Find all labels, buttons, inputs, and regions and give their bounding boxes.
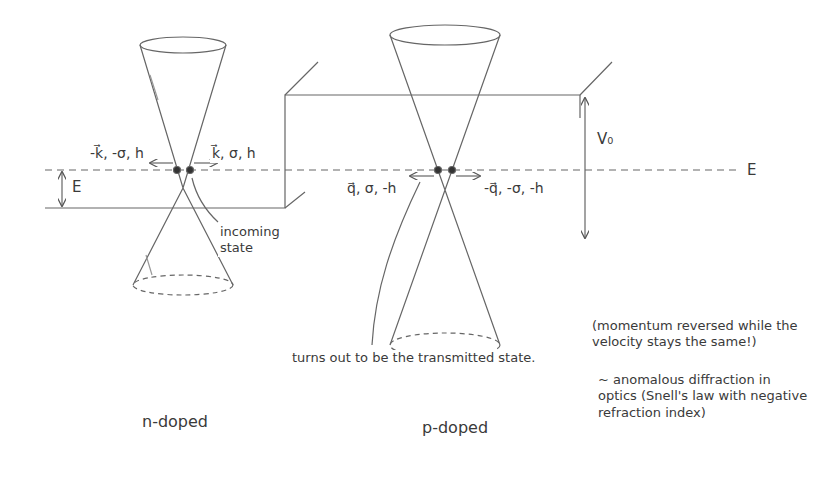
energy-label: E — [745, 161, 758, 180]
momentum-arrow — [410, 175, 434, 176]
state-label: k⃗, σ, h — [210, 145, 258, 163]
note-text: (momentum reversed while the velocity st… — [590, 318, 826, 351]
region-label: p-doped — [420, 418, 490, 438]
momentum-arrow — [150, 162, 173, 163]
momentum-arrow — [194, 162, 217, 163]
note-text: turns out to be the transmitted state. — [290, 350, 537, 366]
note-text: ~ anomalous diffraction in optics (Snell… — [596, 372, 815, 421]
energy-label: E — [70, 178, 83, 197]
state-label: -q⃗, -σ, -h — [482, 180, 546, 198]
state-label: q⃗, σ, -h — [345, 180, 399, 198]
state-dots — [174, 167, 456, 174]
potential-arrow — [584, 98, 585, 238]
momentum-arrow — [456, 175, 480, 176]
potential-step — [45, 95, 580, 208]
state-label: -k⃗, -σ, h — [88, 145, 146, 163]
energy-arrow — [61, 172, 62, 206]
perspective-lines — [285, 62, 612, 208]
region-label: n-doped — [140, 412, 210, 432]
leader-line — [192, 178, 218, 222]
leader-line — [372, 182, 420, 345]
potential-label: V₀ — [595, 130, 615, 149]
state-note: incoming state — [218, 224, 302, 257]
energy-line — [45, 169, 740, 170]
